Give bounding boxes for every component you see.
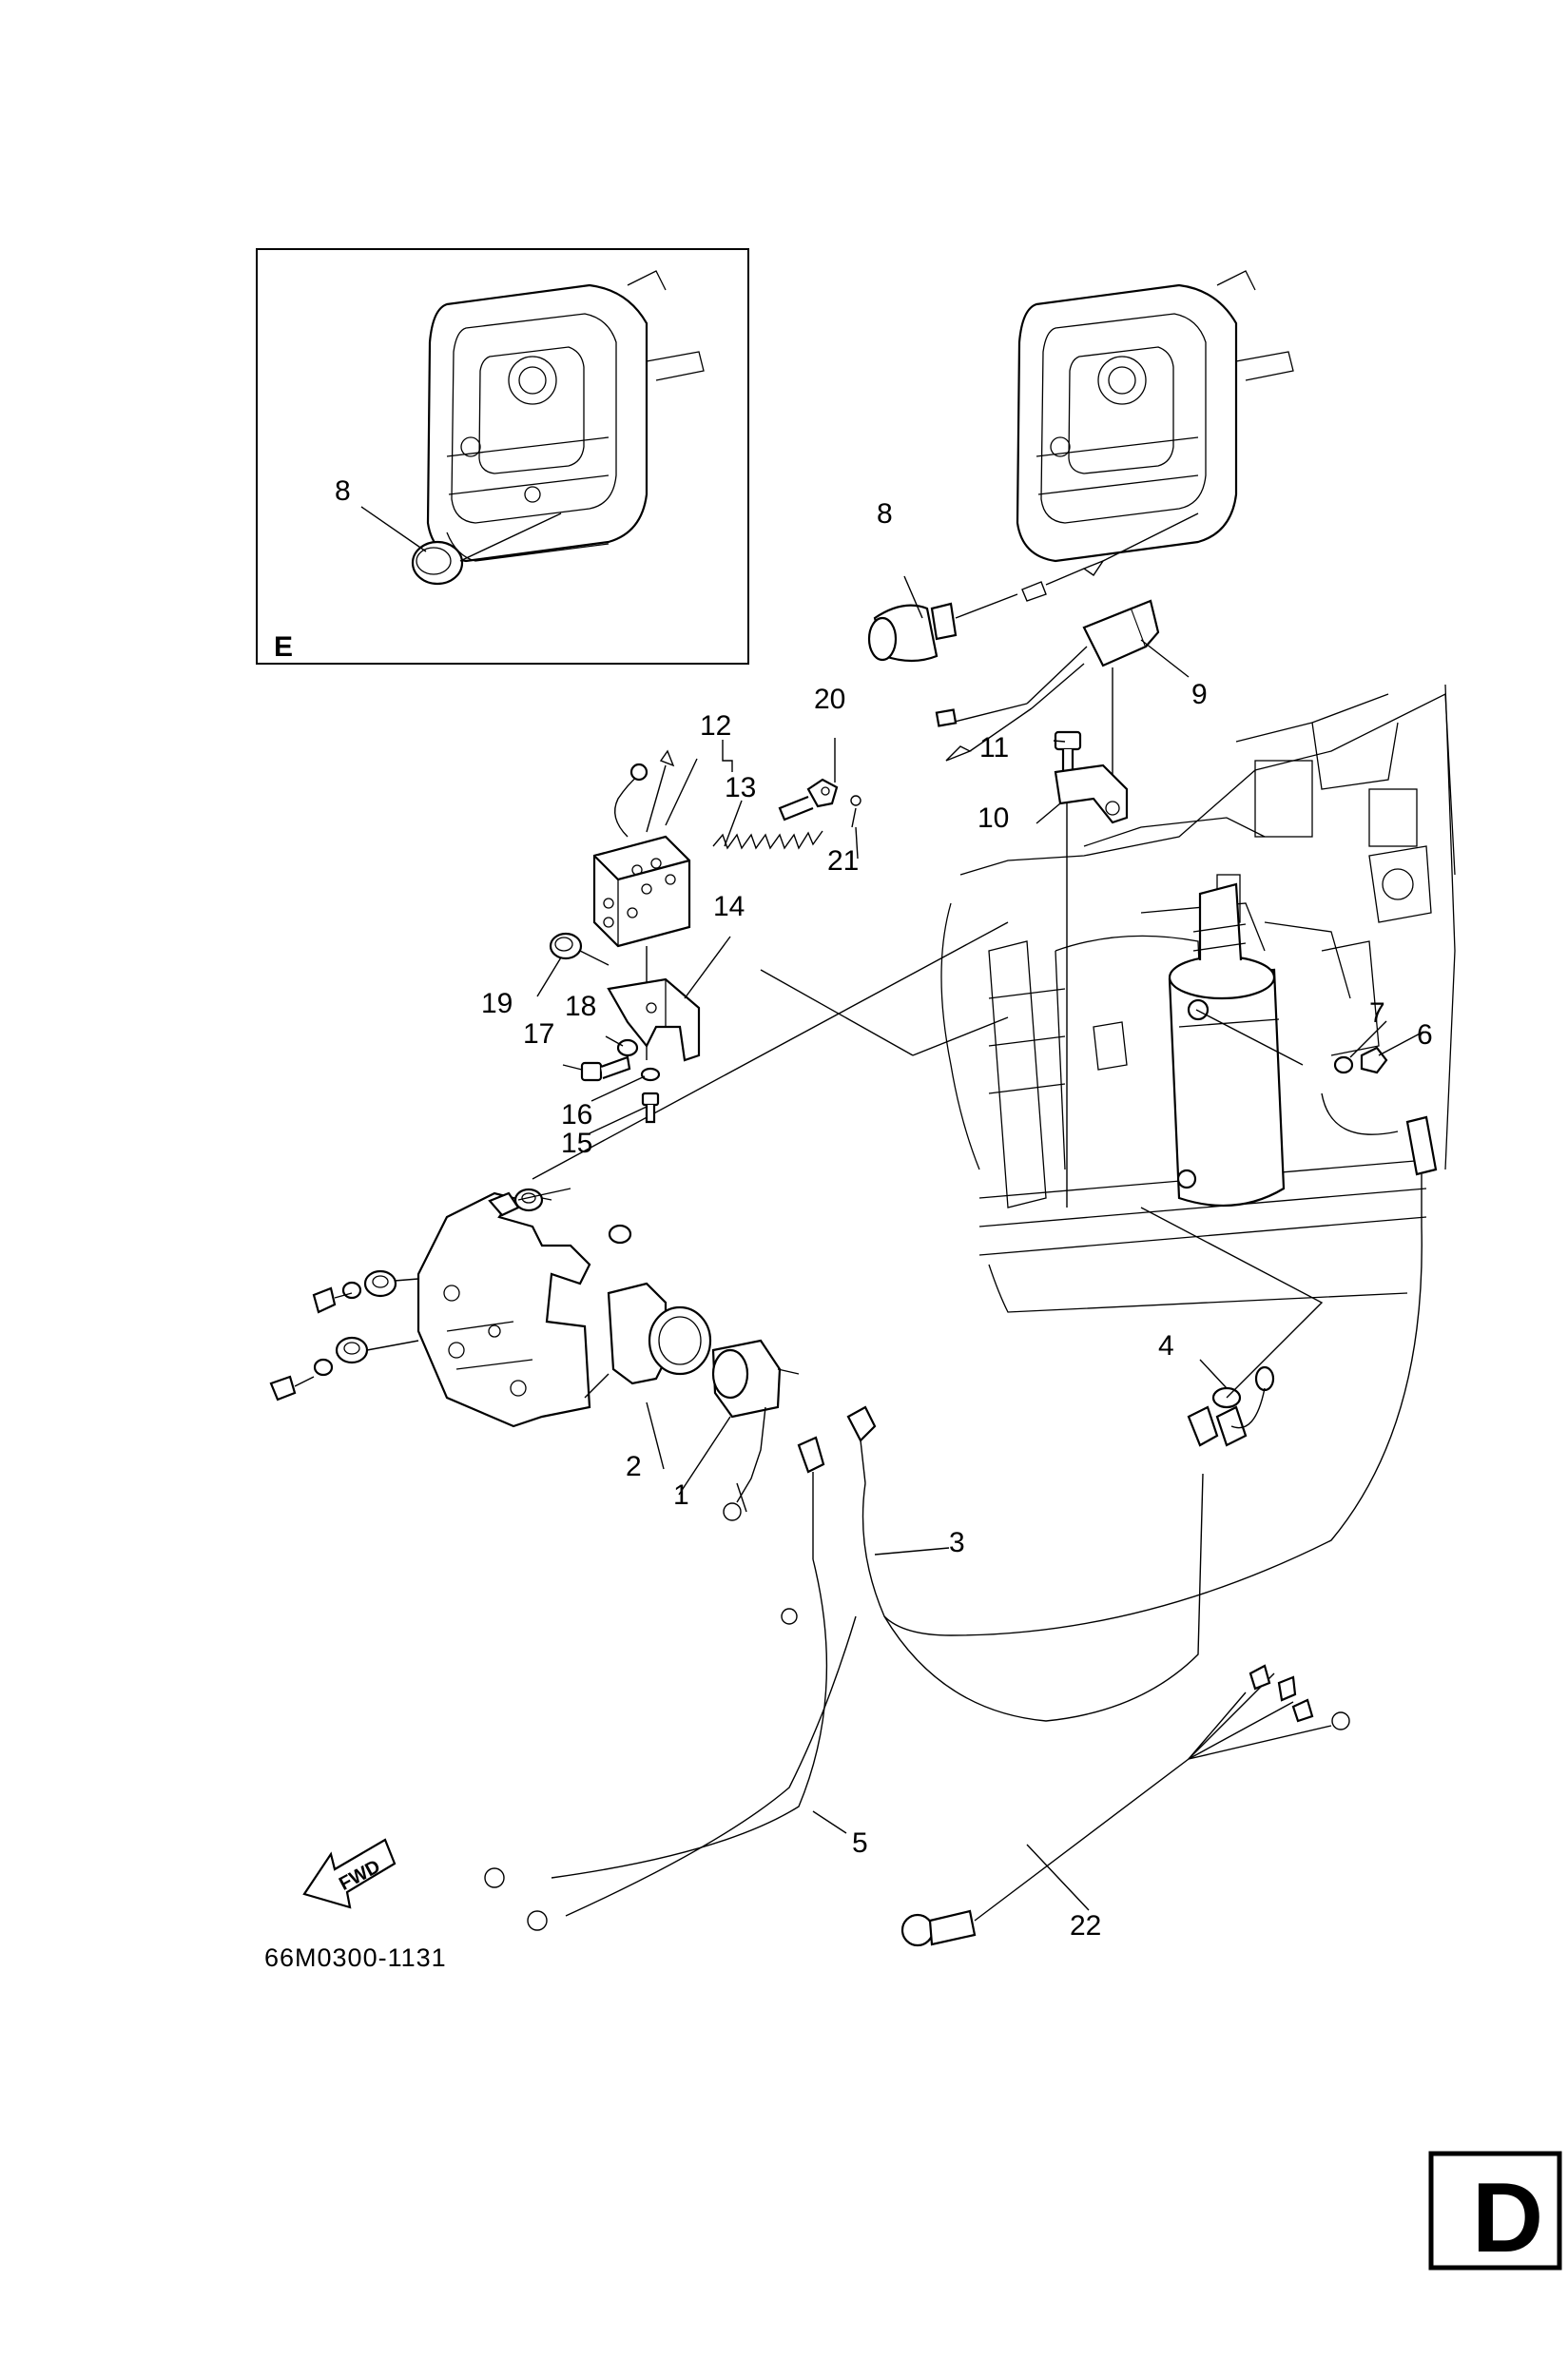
callout-5: 5 xyxy=(852,1827,868,1859)
callout-8: 8 xyxy=(877,498,893,530)
pin-20 xyxy=(778,778,839,821)
washer-16 xyxy=(640,1067,661,1082)
leader-lines xyxy=(536,575,1424,1911)
spring-13 xyxy=(712,830,823,850)
cable-5 xyxy=(484,1436,857,1931)
callout-18: 18 xyxy=(565,991,596,1022)
holder-2 xyxy=(607,1282,712,1385)
bracket-10 xyxy=(1054,763,1129,824)
callout-8-inset: 8 xyxy=(335,475,351,507)
callout-11: 11 xyxy=(979,732,1009,763)
callout-1: 1 xyxy=(673,1479,689,1511)
inset-letter: E xyxy=(274,631,293,663)
cable-3 xyxy=(846,1405,1219,1722)
switch-8 xyxy=(867,512,1199,663)
bracket-14 xyxy=(607,977,701,1062)
grommet-19 xyxy=(549,932,583,960)
callout-15: 15 xyxy=(561,1128,592,1159)
inset-panel: 8 E xyxy=(256,248,749,665)
callout-2: 2 xyxy=(626,1451,642,1482)
page-letter-box xyxy=(1428,2151,1562,2271)
callout-12: 12 xyxy=(700,710,731,742)
terminal-boot-right xyxy=(883,1115,1438,1636)
cover-drawing xyxy=(1016,270,1294,563)
relay-block-12 xyxy=(592,749,691,948)
screw-15 xyxy=(641,1092,660,1124)
callout-6: 6 xyxy=(1417,1019,1433,1051)
callout-16: 16 xyxy=(561,1099,592,1131)
callout-22: 22 xyxy=(1070,1910,1101,1942)
inset-cover-drawing xyxy=(426,270,705,563)
callout-10: 10 xyxy=(978,802,1009,834)
harness-22 xyxy=(900,1664,1350,1947)
bolt-11 xyxy=(1054,730,1082,774)
callout-17: 17 xyxy=(523,1018,554,1050)
page-letter: D xyxy=(1472,2163,1543,2273)
bolt-17 xyxy=(580,1055,631,1082)
callout-7: 7 xyxy=(1369,997,1385,1029)
callout-4: 4 xyxy=(1158,1330,1174,1362)
fwd-arrow: FWD xyxy=(302,1838,397,1909)
starter-motor xyxy=(1168,882,1286,1208)
callout-13: 13 xyxy=(725,772,756,803)
inset-frame xyxy=(256,248,749,665)
relay-1 xyxy=(711,1339,800,1521)
base-bracket xyxy=(416,1191,591,1428)
callout-20: 20 xyxy=(814,684,845,715)
diagram-code: 66M0300-1131 xyxy=(264,1943,447,1972)
cable-4 xyxy=(1211,1365,1275,1447)
callout-21: 21 xyxy=(827,845,859,877)
clip-21 xyxy=(850,795,861,828)
washer-18 xyxy=(616,1038,639,1057)
callout-19: 19 xyxy=(481,988,513,1019)
plug-part xyxy=(411,540,464,586)
callout-14: 14 xyxy=(713,891,745,922)
callout-3: 3 xyxy=(949,1527,965,1558)
callout-9: 9 xyxy=(1191,679,1208,710)
callout-labels: 1 2 3 4 5 6 7 8 9 10 11 12 13 14 15 16 1… xyxy=(481,498,1433,1942)
switch-9 xyxy=(935,599,1160,762)
engine-block xyxy=(940,684,1456,1313)
